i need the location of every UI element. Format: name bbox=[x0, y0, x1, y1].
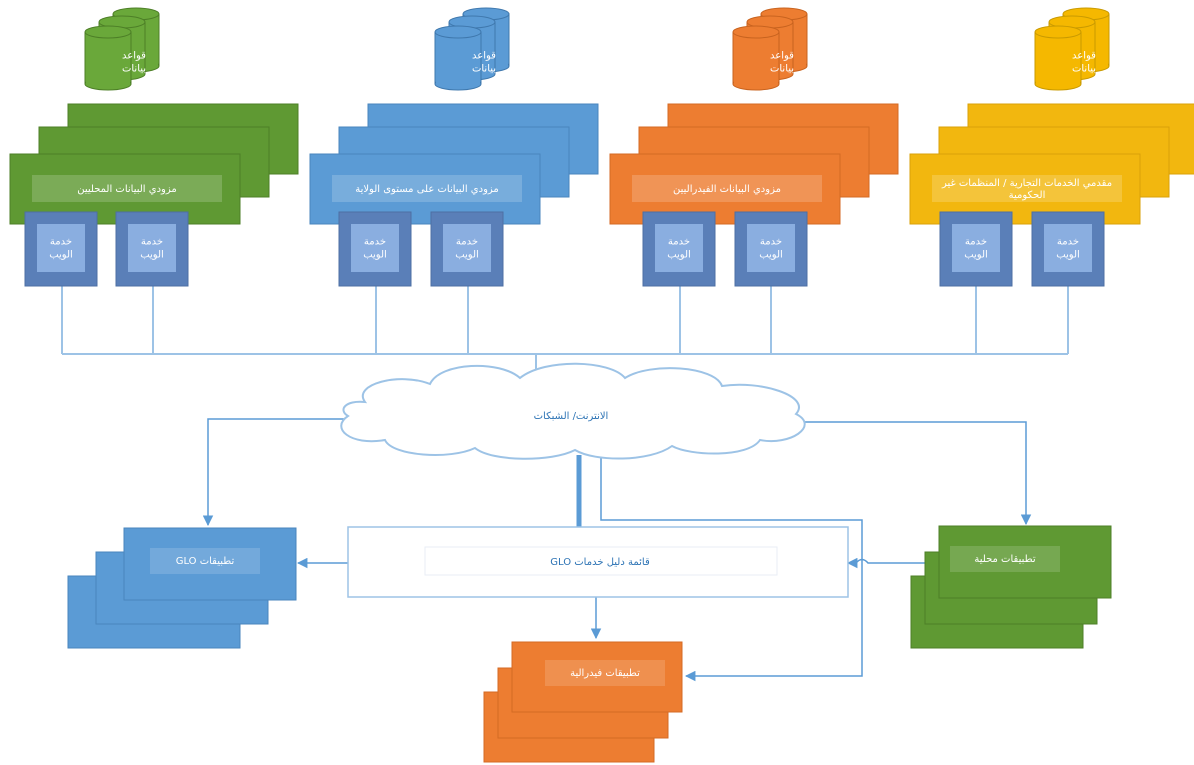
database-label: بيانات bbox=[1072, 64, 1096, 75]
database-icon bbox=[732, 7, 808, 91]
arrow-to-local-apps bbox=[800, 421, 1032, 526]
database-label: بيانات bbox=[472, 64, 496, 75]
database-label: قواعد bbox=[472, 51, 496, 62]
service-catalog-inner bbox=[424, 546, 778, 576]
database-icon bbox=[434, 7, 510, 91]
provider-state: مزودي البيانات على مستوى الولاية قواعد بيا… bbox=[309, 7, 599, 287]
database-label: بيانات bbox=[770, 64, 794, 75]
web-service-inner bbox=[1044, 224, 1092, 272]
service-catalog-label: قائمة دليل خدمات GLO bbox=[550, 557, 650, 568]
database-label: قواعد bbox=[1072, 51, 1096, 62]
web-service-label: الويب bbox=[667, 250, 691, 261]
apps-glo: تطبيقات GLO bbox=[67, 527, 297, 649]
web-service-label: الويب bbox=[140, 250, 164, 261]
database-label: قواعد bbox=[770, 51, 794, 62]
web-service-label: خدمة bbox=[141, 237, 163, 248]
network-label: الانترنت/ الشبكات bbox=[534, 411, 609, 422]
database-label: بيانات bbox=[122, 64, 146, 75]
web-service-label: خدمة bbox=[456, 237, 478, 248]
web-service-label: خدمة bbox=[364, 237, 386, 248]
web-service-label: الويب bbox=[759, 250, 783, 261]
provider-federal: مزودي البيانات الفيدراليين قواعد بيانات خدم… bbox=[609, 7, 899, 287]
app-label-bar bbox=[150, 548, 260, 574]
arrow-local-to-catalog bbox=[846, 557, 938, 569]
app-label: تطبيقات GLO bbox=[176, 556, 235, 567]
arrow-to-glo-apps bbox=[202, 418, 345, 527]
app-card bbox=[123, 527, 297, 601]
app-card bbox=[511, 641, 683, 713]
provider-title-bar bbox=[32, 175, 222, 202]
provider-title: مقدمي الخدمات التجارية / المنظمات غير bbox=[941, 178, 1112, 189]
web-service-label: الويب bbox=[455, 250, 479, 261]
apps-federal: تطبيقات فيدرالية bbox=[483, 641, 683, 763]
web-service-inner bbox=[128, 224, 176, 272]
app-card bbox=[938, 525, 1112, 599]
provider-commercial: مقدمي الخدمات التجارية / المنظمات غيرالح… bbox=[909, 7, 1194, 287]
provider-title: الحكومية bbox=[1009, 190, 1046, 201]
connectors bbox=[61, 286, 1069, 682]
database-icon bbox=[1034, 7, 1110, 91]
web-service-label: الويب bbox=[964, 250, 988, 261]
app-label-bar bbox=[950, 546, 1060, 572]
web-service-inner bbox=[747, 224, 795, 272]
provider-local: مزودي البيانات المحليين قواعد بيانات خدمة ال… bbox=[9, 7, 299, 287]
web-service-inner bbox=[952, 224, 1000, 272]
web-service-label: خدمة bbox=[50, 237, 72, 248]
database-icon bbox=[84, 7, 160, 91]
web-service-label: خدمة bbox=[1057, 237, 1079, 248]
web-service-inner bbox=[37, 224, 85, 272]
web-service-inner bbox=[443, 224, 491, 272]
provider-title-bar bbox=[632, 175, 822, 202]
web-service-label: الويب bbox=[1056, 250, 1080, 261]
provider-title: مزودي البيانات الفيدراليين bbox=[673, 184, 781, 195]
app-label: تطبيقات محلية bbox=[974, 554, 1035, 565]
provider-title: مزودي البيانات على مستوى الولاية bbox=[355, 184, 499, 195]
app-label: تطبيقات فيدرالية bbox=[570, 668, 640, 679]
web-service-label: الويب bbox=[363, 250, 387, 261]
provider-title-bar bbox=[332, 175, 522, 202]
provider-title: مزودي البيانات المحليين bbox=[77, 184, 177, 195]
database-label: قواعد bbox=[122, 51, 146, 62]
web-service-label: خدمة bbox=[760, 237, 782, 248]
web-service-label: الويب bbox=[49, 250, 73, 261]
arrow-to-federal-apps bbox=[600, 450, 863, 682]
provider-title-bar bbox=[932, 175, 1122, 202]
applications: قائمة دليل خدمات GLO تطبيقات GLO تطبيقات م… bbox=[67, 525, 1112, 763]
web-service-label: خدمة bbox=[668, 237, 690, 248]
app-label-bar bbox=[545, 660, 665, 686]
web-service-inner bbox=[655, 224, 703, 272]
providers: مزودي البيانات المحليين قواعد بيانات خدمة ال… bbox=[9, 7, 1194, 287]
apps-local: تطبيقات محلية bbox=[910, 525, 1112, 649]
web-service-inner bbox=[351, 224, 399, 272]
cloud-label-bg bbox=[462, 404, 622, 428]
internet-cloud: الانترنت/ الشبكات bbox=[340, 362, 806, 460]
web-service-label: خدمة bbox=[965, 237, 987, 248]
